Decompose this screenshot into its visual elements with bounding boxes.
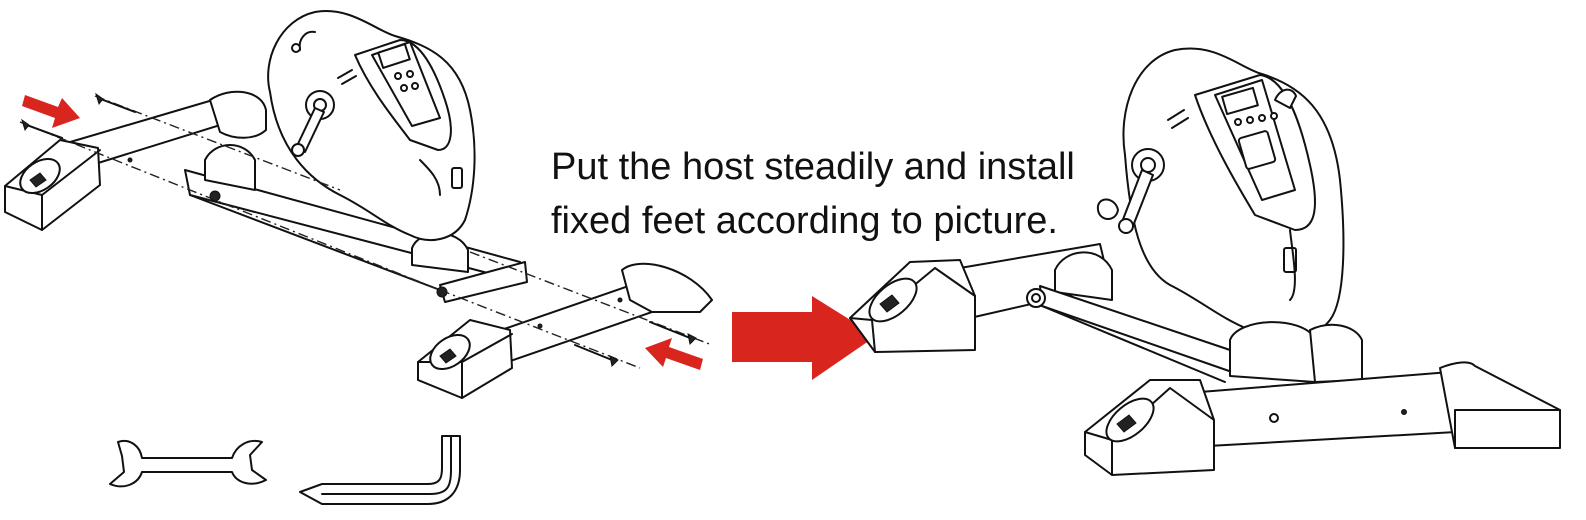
crank-arm	[291, 90, 335, 157]
exploded-view	[4, 10, 713, 399]
front-foot-bar	[417, 262, 713, 399]
host-unit	[267, 10, 476, 241]
frame-rail	[184, 144, 528, 303]
instruction-line-2: fixed feet according to picture.	[551, 200, 1058, 242]
assembled-front-foot-bar	[1084, 361, 1561, 476]
assembled-host-unit	[1096, 47, 1363, 383]
rear-bolts	[19, 92, 441, 291]
rear-foot-bar	[4, 90, 267, 231]
hex-key-icon	[299, 435, 461, 505]
assembled-frame-rail	[1026, 285, 1233, 383]
small-red-arrow-icon	[22, 95, 80, 128]
small-red-arrow-icon	[645, 338, 703, 370]
front-bolts	[436, 251, 713, 369]
large-red-arrow-icon	[732, 296, 876, 380]
wrench-icon	[109, 440, 267, 488]
assembled-view	[849, 47, 1561, 476]
assembly-instruction: Put the host steadily and install fixed …	[551, 140, 1111, 248]
assembled-rear-foot-bar	[849, 243, 1113, 353]
instruction-line-1: Put the host steadily and install	[551, 146, 1075, 188]
assembled-crank-arm	[1118, 148, 1165, 234]
